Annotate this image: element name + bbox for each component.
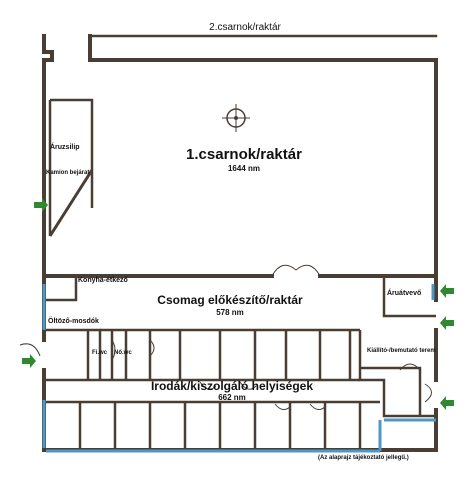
kitchen-label: Konyha-étkező [78,277,128,284]
loading-dock-label: Áruzsilip [50,144,80,151]
truck-entrance-label: Kamion bejárat [46,170,90,176]
disclaimer: (Az alaprajz tájékoztató jellegű.) [318,455,409,461]
windows [42,284,436,453]
packing-label: Csomag előkészítő/raktár [157,293,303,307]
receiving-label: Áruátvevő [387,290,422,297]
hall2-label: 2.csarnok/raktár [209,22,281,33]
hall1-area: 1644 nm [227,164,261,173]
interior-walls [46,98,436,450]
compass-rose-icon [222,104,250,132]
packing-area: 578 nm [216,308,244,317]
hall1-label: 1.csarnok/raktár [186,146,302,163]
offices-label: Irodák/kiszolgáló helyiségek [150,379,314,393]
showroom-label: Kiállító-/bemutató terem [367,348,436,354]
doors [19,264,432,410]
locker-label: Öltöző-mosdók [48,318,99,325]
offices-area: 662 nm [218,393,246,402]
wc-m-label: Fi.wc [92,350,108,356]
wc-f-label: Nő.wc [114,350,132,356]
entrance-arrow-icon [22,198,454,410]
